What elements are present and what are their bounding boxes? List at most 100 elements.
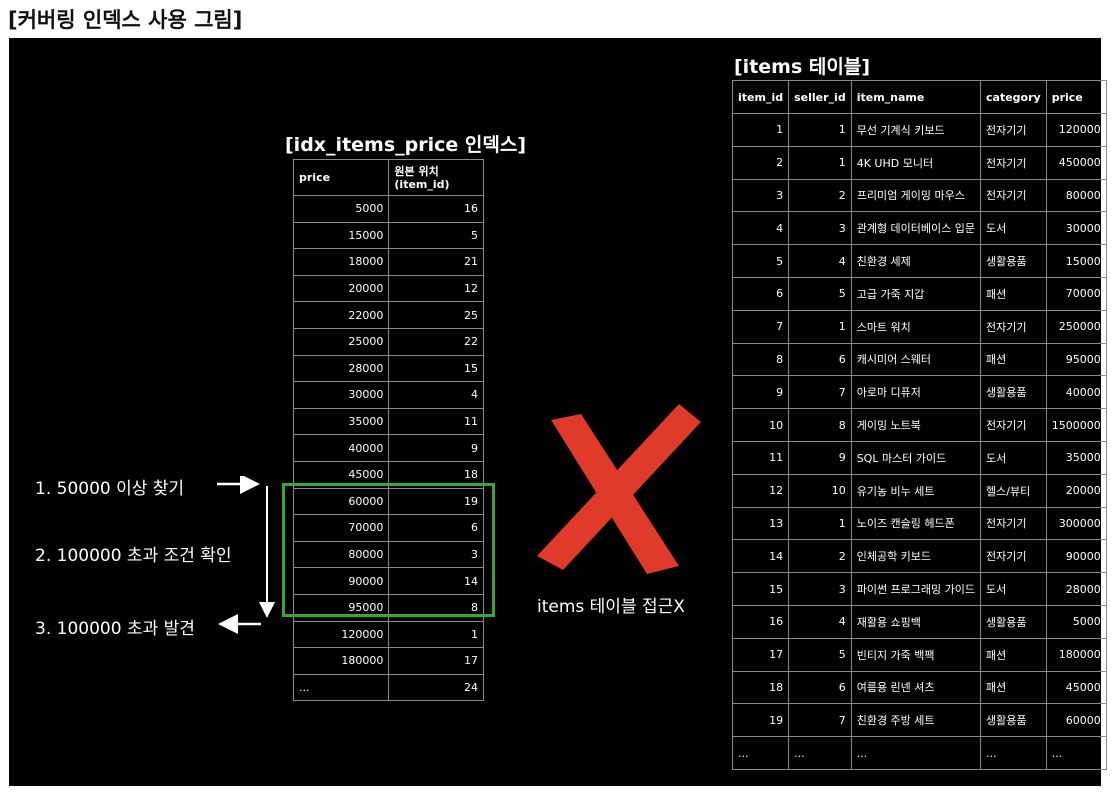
items-table-cell: 아로마 디퓨저 [850, 375, 982, 410]
index-table-cell: 25000 [292, 327, 390, 356]
items-table-cell: 5000 [1045, 604, 1107, 639]
items-table-cell: 95000 [1045, 342, 1107, 377]
items-table-header-cell: item_name [850, 80, 982, 114]
index-table-header-cell: 원본 위치 (item_id) [388, 159, 484, 196]
index-table-cell: 1 [388, 620, 484, 649]
index-table-cell: 3 [388, 540, 484, 569]
items-table-cell: 전자기기 [980, 113, 1047, 147]
items-table-cell: 빈티지 가죽 백팩 [850, 637, 982, 672]
items-table-cell: 45000 [1045, 670, 1107, 705]
items-table-cell: 전자기기 [980, 408, 1047, 442]
items-table-cell: ... [980, 736, 1047, 770]
items-table-cell: 5 [731, 244, 790, 278]
items-table-cell: 5 [788, 276, 852, 311]
items-table-cell: 180000 [1045, 637, 1107, 672]
items-table-cell: 90000 [1045, 539, 1107, 574]
items-table-cell: 17 [731, 637, 790, 672]
items-table-cell: 7 [731, 309, 790, 344]
items-table-cell: 무선 기계식 키보드 [850, 113, 982, 147]
items-table-cell: 패션 [980, 670, 1047, 705]
items-table-cell: 7 [788, 703, 852, 738]
index-table-cell: 35000 [292, 407, 390, 436]
index-table-cell: 22000 [292, 301, 390, 329]
index-table-cell: 40000 [292, 434, 390, 462]
items-table-cell: 패션 [980, 342, 1047, 377]
items-table-title: [items 테이블] [734, 56, 871, 78]
step-1-label: 1. 50000 이상 찾기 [35, 479, 185, 499]
index-table-cell: 15 [388, 354, 484, 383]
items-table-header-cell: seller_id [788, 80, 852, 114]
items-table-cell: 도서 [980, 440, 1047, 475]
items-table-cell: 도서 [980, 211, 1047, 246]
items-table-cell: 패션 [980, 276, 1047, 311]
cross-mark-icon [537, 404, 701, 574]
items-table-cell: 15000 [1045, 244, 1107, 278]
items-table-cell: ... [850, 736, 982, 770]
index-table-cell: ... [292, 673, 390, 702]
items-table-cell: 파이썬 프로그래밍 가이드 [850, 572, 982, 606]
index-table-cell: 5 [388, 221, 484, 250]
items-table-cell: 생활용품 [980, 604, 1047, 639]
items-table-cell: 28000 [1045, 572, 1107, 606]
items-table-cell: 4K UHD 모니터 [850, 145, 982, 180]
items-table-cell: 18 [731, 670, 790, 705]
index-table-cell: 120000 [292, 620, 390, 649]
index-table-cell: 30000 [292, 381, 390, 409]
index-table-cell: 12 [388, 274, 484, 303]
items-table-cell: 250000 [1045, 309, 1107, 344]
items-table-cell: 8 [788, 408, 852, 442]
items-table-cell: 40000 [1045, 375, 1107, 410]
items-table-cell: 30000 [1045, 211, 1107, 246]
items-table-cell: ... [788, 736, 852, 770]
items-table-cell: 여름용 린넨 셔츠 [850, 670, 982, 705]
index-table-cell: 21 [388, 248, 484, 276]
step-3-label: 3. 100000 초과 발견 [35, 619, 195, 639]
items-table-cell: 6 [731, 276, 790, 311]
items-table-cell: 120000 [1045, 113, 1107, 147]
index-table-cell: 6 [388, 514, 484, 542]
items-table-cell: 80000 [1045, 178, 1107, 213]
items-table-cell: 프리미엄 게이밍 마우스 [850, 178, 982, 213]
items-table-cell: 재활용 쇼핑백 [850, 604, 982, 639]
items-table-cell: 노이즈 캔슬링 헤드폰 [850, 506, 982, 541]
items-table-cell: 인체공학 키보드 [850, 539, 982, 574]
index-table-row: ...24 [292, 673, 484, 702]
items-table-cell: 7 [788, 375, 852, 410]
items-table-header-cell: category [980, 80, 1047, 114]
items-table-cell: 3 [731, 178, 790, 213]
items-table-cell: 관계형 데이터베이스 입문 [850, 211, 982, 246]
items-table-cell: 15 [731, 572, 790, 606]
items-table-cell: 19 [731, 703, 790, 738]
items-table-cell: 2 [788, 178, 852, 213]
index-table-cell: 17 [388, 647, 484, 675]
items-table-cell: 캐시미어 스웨터 [850, 342, 982, 377]
items-table-cell: 4 [731, 211, 790, 246]
items-table-cell: 16 [731, 604, 790, 639]
items-table-cell: 1 [788, 113, 852, 147]
items-table-cell: 헬스/뷰티 [980, 473, 1047, 508]
items-table-cell: 1 [788, 309, 852, 344]
items-table-cell: 전자기기 [980, 145, 1047, 180]
items-table-cell: 도서 [980, 572, 1047, 606]
index-table-cell: 9 [388, 434, 484, 462]
index-table-cell: 16 [388, 195, 484, 223]
items-table-cell: 1 [731, 113, 790, 147]
items-table-cell: 1 [788, 506, 852, 541]
